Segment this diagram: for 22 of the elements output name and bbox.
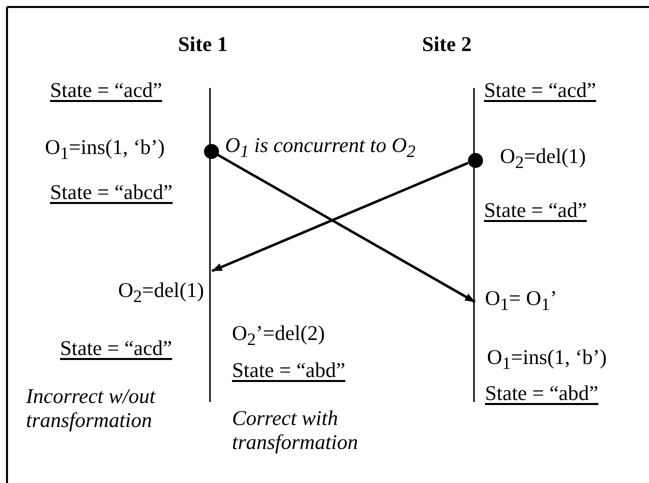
state-label: State = “abcd” <box>50 180 173 204</box>
state-label: State = “acd” <box>50 78 162 102</box>
operation-label: O$_{2}$=del(1) <box>72 278 212 308</box>
note-text: Incorrect w/out transformation <box>26 384 157 432</box>
operation-label: O$_{1}$=ins(1, ‘b’) <box>45 135 165 166</box>
operation-label: O$_{2}$’=del(2) <box>232 321 325 352</box>
operation-label: O$_{1}$= O$_{1}$’ <box>475 286 585 316</box>
site-heading: Site 1 <box>178 32 228 56</box>
note-text: Correct with transformation <box>232 406 360 454</box>
event-dot <box>204 144 218 158</box>
state-label: State = “acd” <box>484 78 596 102</box>
note-text: O$_{1}$ is concurrent to O$_{2}$ <box>225 133 416 164</box>
state-label: State = “acd” <box>60 336 172 360</box>
state-label: State = “abd” <box>232 358 346 382</box>
operation-label: O$_{2}$=del(1) <box>500 144 586 174</box>
site-heading: Site 2 <box>422 32 472 56</box>
arrow <box>212 162 469 272</box>
arrow <box>216 154 476 304</box>
state-label: State = “ad” <box>484 198 587 222</box>
operation-label: O$_{1}$=ins(1, ‘b’) <box>487 345 607 376</box>
state-label: State = “abd” <box>485 381 598 405</box>
event-dot <box>468 152 482 168</box>
